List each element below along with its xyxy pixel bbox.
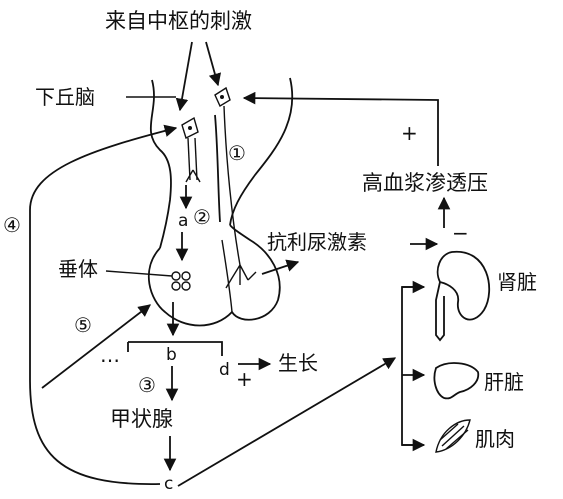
marker-plus-d: + [236,367,253,391]
axon-terminal [225,264,257,289]
branch-bar [128,341,223,356]
adh-label: 抗利尿激素 [267,230,367,254]
organ-bracket [401,286,422,446]
stimulus-arrow-left [175,41,193,112]
growth-label: 生长 [278,351,318,375]
pituitary-cells [171,271,191,291]
hypothalamus-label: 下丘脑 [35,85,95,109]
marker-c: c [164,474,173,494]
marker-plus-osmotic: + [401,121,418,145]
liver-label: 肝脏 [484,370,524,394]
muscle-label: 肌肉 [475,427,515,451]
pituitary-lobe-divider [221,239,233,313]
ellipsis: … [100,343,120,367]
marker-2: ② [193,205,211,229]
axon-upper [223,105,241,266]
hypothalamus-left-boundary [149,79,172,249]
marker-5: ⑤ [74,313,92,337]
kidney-icon [435,251,491,342]
pituitary-outline [148,224,281,327]
axon-lower-2 [194,137,198,181]
hypothalamus-neuron-lower [181,116,199,139]
stalk-right-edge [214,114,221,223]
liver-icon [433,362,480,400]
kidney-label: 肾脏 [497,270,537,294]
c-to-organs-arrow [177,357,397,487]
high-osmotic-label: 高血浆渗透压 [362,171,488,195]
axon-lower-1 [187,137,191,181]
feedback-4-path [29,124,178,485]
thyroid-label: 甲状腺 [110,407,173,431]
marker-1: ① [228,141,246,165]
stimulus-label: 来自中枢的刺激 [105,9,252,33]
pituitary-label: 垂体 [58,257,98,281]
muscle-icon [435,419,471,453]
feedback-5-arrow [41,304,151,389]
marker-minus: − [452,221,469,245]
marker-3: ③ [138,373,156,397]
pituitary-leader [105,270,173,277]
marker-a: a [178,211,188,231]
stimulus-arrow-right [205,41,222,87]
osmotic-feedback-arrow [242,91,439,166]
axon-branch [185,169,201,183]
hypothalamus-neuron-upper [214,86,231,108]
marker-b: b [166,345,177,365]
hypothalamus-right-boundary [229,77,294,226]
adh-arrow [261,259,300,275]
marker-4: ④ [3,213,21,237]
marker-d: d [219,360,230,380]
